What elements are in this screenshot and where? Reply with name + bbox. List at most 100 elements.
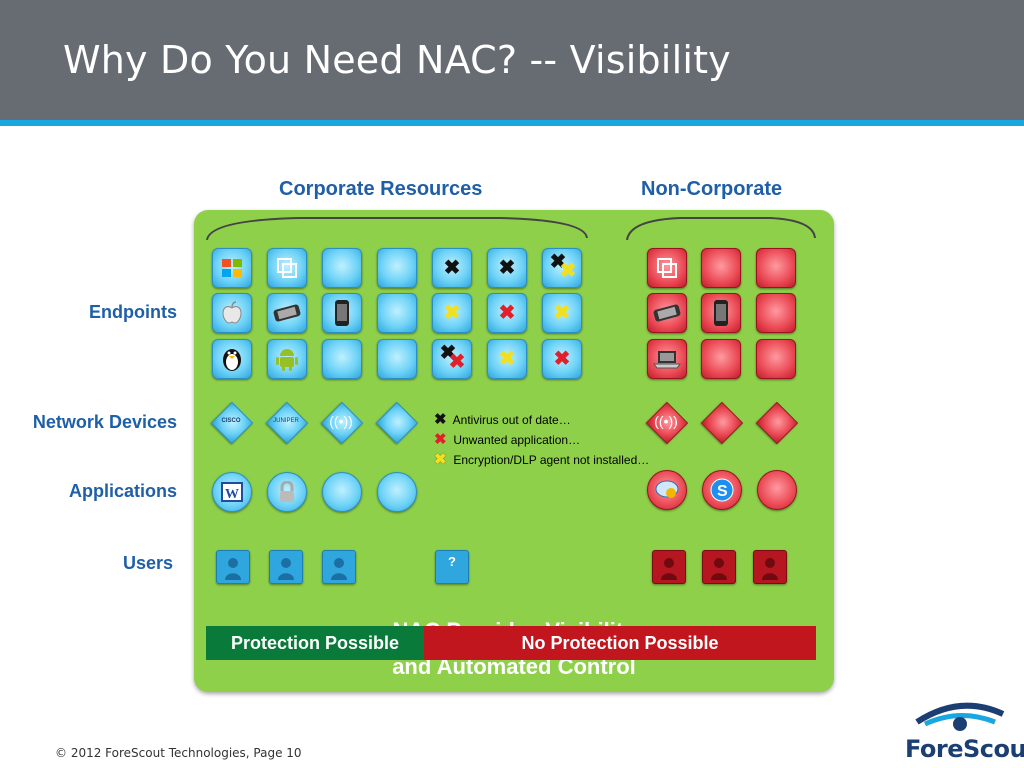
cisco-logo-label: CISCO [221, 418, 241, 424]
endpoint-tile [377, 293, 417, 333]
linux-penguin-icon [213, 340, 251, 378]
juniper-logo-label: JUNIPER [273, 418, 299, 424]
legend-item-antivirus: ✖ Antivirus out of date… [434, 410, 571, 428]
endpoint-tile-encryption-issue: ✖ [487, 339, 527, 379]
column-heading-non-corporate: Non-Corporate [641, 178, 783, 200]
legend-label-encryption: Encryption/DLP agent not installed… [453, 453, 650, 467]
slide-header [0, 0, 1024, 120]
slide-title: Why Do You Need NAC? -- Visibility [63, 38, 731, 82]
application [377, 472, 417, 512]
endpoint-tile-encryption-issue: ✖ [432, 293, 472, 333]
row-label-endpoints: Endpoints [89, 302, 177, 322]
endpoint-tile-noncorp [701, 248, 741, 288]
endpoint-tile [322, 248, 362, 288]
resource-panel [194, 210, 834, 692]
apple-endpoint-tile [212, 293, 252, 333]
lock-icon [268, 473, 306, 511]
user-tile-noncorp [702, 550, 736, 584]
endpoint-tile-noncorp [701, 339, 741, 379]
row-label-applications: Applications [68, 481, 177, 501]
forescout-eye-logo-icon [915, 702, 1005, 731]
antivirus-x-icon: ✖ [439, 342, 457, 364]
user-icon [711, 558, 727, 580]
virtual-machine-endpoint-tile-noncorp [647, 248, 687, 288]
virtual-machine-icon [268, 249, 306, 287]
antivirus-x-icon: ✖ [434, 411, 447, 428]
apple-icon [213, 294, 251, 332]
endpoint-tile-antivirus-issue: ✖ [432, 248, 472, 288]
linux-endpoint-tile [212, 339, 252, 379]
word-application: W [212, 472, 252, 512]
user-icon [331, 558, 347, 580]
antivirus-x-icon: ✖ [498, 257, 516, 279]
android-icon [268, 340, 306, 378]
encryption-x-icon: ✖ [498, 348, 516, 370]
iphone-icon [702, 294, 740, 332]
application-noncorp [757, 470, 797, 510]
antivirus-x-icon: ✖ [443, 257, 461, 279]
header-accent-line [0, 120, 1024, 126]
unwanted-app-x-icon: ✖ [448, 351, 466, 373]
endpoint-tile-noncorp [756, 293, 796, 333]
svg-text:W: W [225, 487, 239, 502]
smartphone-endpoint-tile-noncorp [647, 293, 687, 333]
skype-application-noncorp: S [702, 470, 742, 510]
smartphone-icon [648, 294, 686, 332]
user-icon [225, 558, 241, 580]
user-tile-noncorp [652, 550, 686, 584]
legend-label-antivirus: Antivirus out of date… [452, 413, 571, 427]
endpoint-tile [377, 339, 417, 379]
endpoint-tile-multiple-issues: ✖ ✖ [432, 339, 472, 379]
endpoint-tile-noncorp [756, 339, 796, 379]
user-icon [661, 558, 677, 580]
endpoint-tile-unwanted-app: ✖ [487, 293, 527, 333]
svg-text:S: S [717, 483, 728, 500]
user-tile [269, 550, 303, 584]
endpoint-tile-encryption-issue: ✖ [542, 293, 582, 333]
slide-footer: © 2012 ForeScout Technologies, Page 10 [55, 746, 302, 760]
windows-icon [213, 249, 251, 287]
user-tile-noncorp [753, 550, 787, 584]
windows-endpoint-tile [212, 248, 252, 288]
smartphone-endpoint-tile [267, 293, 307, 333]
endpoint-tile-unwanted-app: ✖ [542, 339, 582, 379]
encryption-x-icon: ✖ [553, 302, 571, 324]
legend-label-unwanted-app: Unwanted application… [453, 433, 581, 447]
unwanted-app-x-icon: ✖ [553, 348, 571, 370]
unwanted-app-x-icon: ✖ [434, 431, 447, 448]
laptop-icon [648, 340, 686, 378]
column-heading-corporate: Corporate Resources [279, 178, 483, 200]
row-label-network-devices: Network Devices [32, 412, 177, 432]
endpoint-tile [322, 339, 362, 379]
iphone-endpoint-tile-noncorp [701, 293, 741, 333]
smartphone-icon [268, 294, 306, 332]
row-label-users: Users [122, 553, 173, 573]
chat-icon [648, 471, 686, 509]
unknown-user-tile: ? [435, 550, 469, 584]
user-icon [278, 558, 294, 580]
protection-possible-bar: Protection Possible [206, 626, 424, 660]
android-endpoint-tile [267, 339, 307, 379]
virtual-machine-endpoint-tile [267, 248, 307, 288]
user-tile [216, 550, 250, 584]
user-icon [762, 558, 778, 580]
laptop-endpoint-tile-noncorp [647, 339, 687, 379]
question-mark-icon: ? [448, 554, 456, 569]
virtual-machine-icon [648, 249, 686, 287]
word-icon: W [213, 473, 251, 511]
legend-item-encryption: ✖ Encryption/DLP agent not installed… [434, 450, 649, 468]
endpoint-tile-multiple-issues: ✖ ✖ [542, 248, 582, 288]
user-tile [322, 550, 356, 584]
skype-icon: S [703, 471, 741, 509]
wireless-icon: ((•)) [654, 413, 678, 429]
encryption-x-icon: ✖ [559, 260, 577, 282]
iphone-endpoint-tile [322, 293, 362, 333]
encryption-x-icon: ✖ [443, 302, 461, 324]
endpoint-tile [377, 248, 417, 288]
antivirus-x-icon: ✖ [549, 251, 567, 273]
endpoint-tile-noncorp [756, 248, 796, 288]
unwanted-app-x-icon: ✖ [498, 302, 516, 324]
forescout-logo-text: ForeScout [905, 735, 1024, 763]
iphone-icon [323, 294, 361, 332]
wireless-icon: ((•)) [329, 413, 353, 429]
